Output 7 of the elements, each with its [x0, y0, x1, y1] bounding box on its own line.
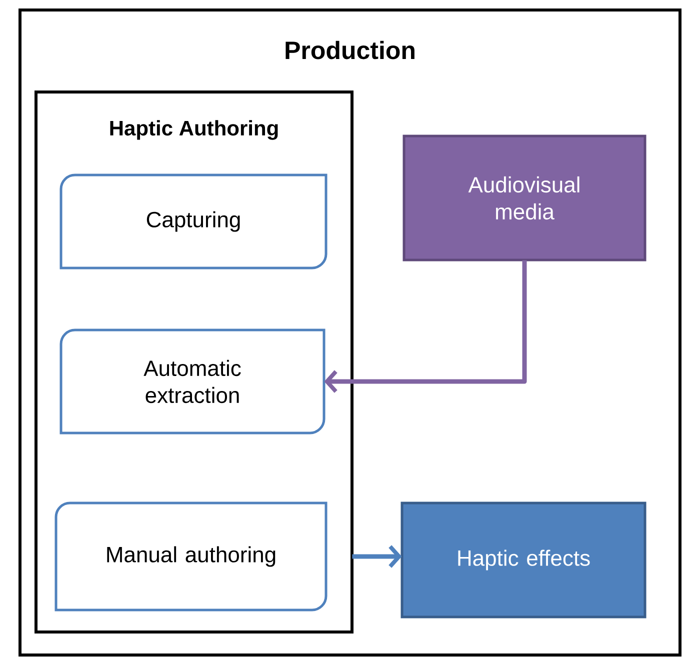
process-box: Manual authoring	[54, 502, 328, 612]
process-box: Automatic extraction	[60, 328, 326, 434]
process-box: Capturing	[60, 174, 328, 270]
arrow	[324, 260, 527, 393]
arrow	[352, 545, 402, 568]
effects-box: Haptic effects	[400, 502, 646, 618]
media-box: Audiovisual media	[402, 134, 646, 262]
